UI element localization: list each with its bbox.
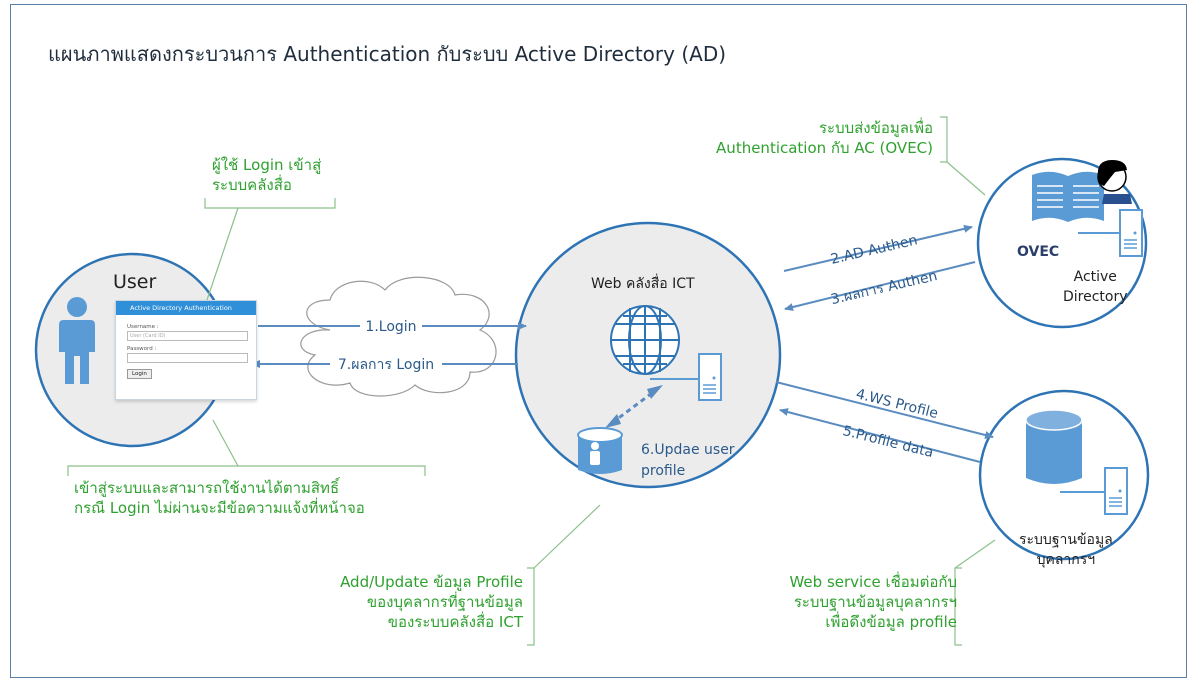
ovec-label: OVEC [1017, 244, 1060, 260]
login-button[interactable]: Login [127, 369, 152, 379]
username-label: Username : [127, 324, 159, 330]
password-input[interactable] [127, 353, 248, 363]
flow-arrow-4 [775, 381, 994, 439]
username-input[interactable]: User (Card ID) [127, 331, 248, 341]
flow-arrow-5 [779, 408, 981, 463]
sync-arrowhead-end [647, 385, 663, 399]
web-server-icon [650, 353, 722, 401]
page-title: แผนภาพแสดงกระบวนการ Authentication กับระ… [48, 42, 727, 66]
flow-arrow-3 [784, 261, 976, 311]
user-label: User [113, 271, 157, 293]
flow-label-3: 3.ผลการ Authen [829, 268, 939, 308]
ad-server-icon [1078, 209, 1143, 257]
connector-access-result [212, 419, 239, 467]
flow-label-7: 7.ผลการ Login [338, 357, 434, 373]
bracket-ovec-send [940, 116, 948, 163]
web-server-label: Web คลังสื่อ ICT [591, 276, 695, 292]
sync-arrowhead-start [605, 414, 621, 428]
connector-user-login [206, 207, 239, 301]
globe-icon [610, 305, 680, 375]
password-label: Password : [127, 346, 157, 352]
bracket-web-service [954, 567, 962, 646]
connector-add-update [533, 504, 601, 569]
flow-arrow-2 [783, 224, 973, 272]
note-web-service: Web service เชื่อมต่อกับระบบฐานข้อมูลบุค… [789, 573, 957, 631]
person-icon [59, 297, 95, 384]
flow-label-1: 1.Login [365, 319, 416, 335]
hr-server-icon [1060, 467, 1128, 515]
diagram-frame [10, 4, 1187, 678]
book-icon [1032, 171, 1104, 222]
flow-label-4: 4.WS Profile [854, 386, 939, 422]
flow-label-5: 5.Profile data [841, 423, 935, 461]
flow-label-2: 2.AD Authen [829, 232, 919, 267]
note-access-result: เข้าสู่ระบบและสามารถใช้งานได้ตามสิทธิ์กร… [74, 479, 365, 517]
reader-person-icon [1097, 160, 1132, 204]
connector-web-service [954, 539, 996, 569]
note-user-login: ผู้ใช้ Login เข้าสู่ระบบคลังสื่อ [212, 156, 322, 194]
user-database-icon [577, 427, 623, 474]
connector-ovec-send [946, 161, 986, 196]
sync-dashed-line [611, 388, 657, 425]
login-form-header: Active Directory Authentication [116, 301, 256, 315]
bracket-add-update [527, 567, 535, 646]
network-cloud [300, 276, 497, 397]
bracket-user-login [204, 198, 336, 209]
bracket-access-result [67, 465, 426, 476]
hr-database-label: ระบบฐานข้อมูลบุคลากรฯ [1019, 532, 1113, 568]
login-form: Active Directory Authentication Username… [115, 300, 257, 400]
database-icon [1025, 409, 1083, 484]
